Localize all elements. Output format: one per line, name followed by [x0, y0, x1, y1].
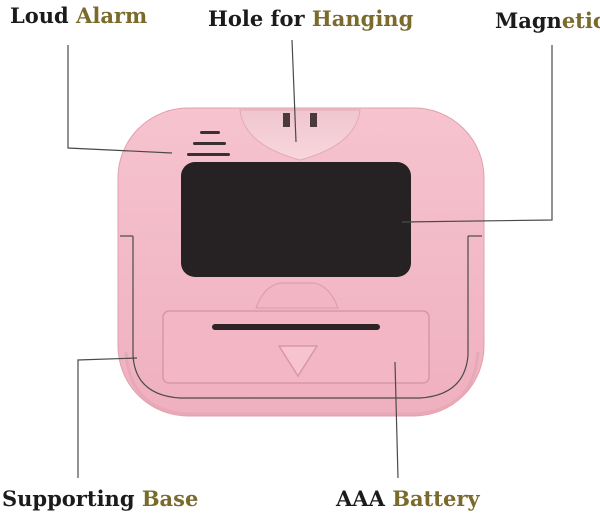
- label-aaa-battery-part2: Battery: [392, 486, 480, 511]
- battery-cover-slot: [212, 324, 380, 330]
- label-supporting-base-part2: Base: [141, 486, 199, 511]
- label-loud-alarm-part2: Alarm: [76, 3, 148, 28]
- label-magnetic: Magnetic: [495, 10, 600, 31]
- leader-magnetic: [401, 45, 553, 223]
- down-arrow-icon: [277, 345, 319, 378]
- leader-aaa-battery: [394, 361, 399, 479]
- label-magnetic-part2: etic: [561, 8, 600, 33]
- speaker-grille-icon: [187, 131, 230, 156]
- leader-supporting-base: [77, 357, 138, 478]
- label-hole-for-hanging: Hole for Hanging: [208, 8, 413, 29]
- magnet-plate: [181, 162, 411, 277]
- clock-body-shade: [124, 351, 480, 416]
- label-hole-for-hanging-part2: Hanging: [311, 6, 414, 31]
- label-magnetic-part1: Magn: [495, 8, 562, 33]
- label-aaa-battery-part1: AAA: [336, 486, 393, 511]
- hinge-tab: [255, 282, 339, 309]
- label-aaa-battery: AAA Battery: [336, 488, 480, 509]
- label-loud-alarm: Loud Alarm: [10, 5, 147, 26]
- label-supporting-base-part1: Supporting: [2, 486, 142, 511]
- hanging-slot-right: [310, 113, 317, 127]
- base-outline: [132, 236, 469, 399]
- label-loud-alarm-part1: Loud: [10, 3, 77, 28]
- hanging-hole: [239, 109, 361, 161]
- leader-hole-for-hanging: [291, 39, 297, 143]
- hanging-slot-left: [283, 113, 290, 127]
- leader-loud-alarm: [67, 45, 173, 154]
- label-supporting-base: Supporting Base: [2, 488, 198, 509]
- label-hole-for-hanging-part1: Hole for: [208, 6, 312, 31]
